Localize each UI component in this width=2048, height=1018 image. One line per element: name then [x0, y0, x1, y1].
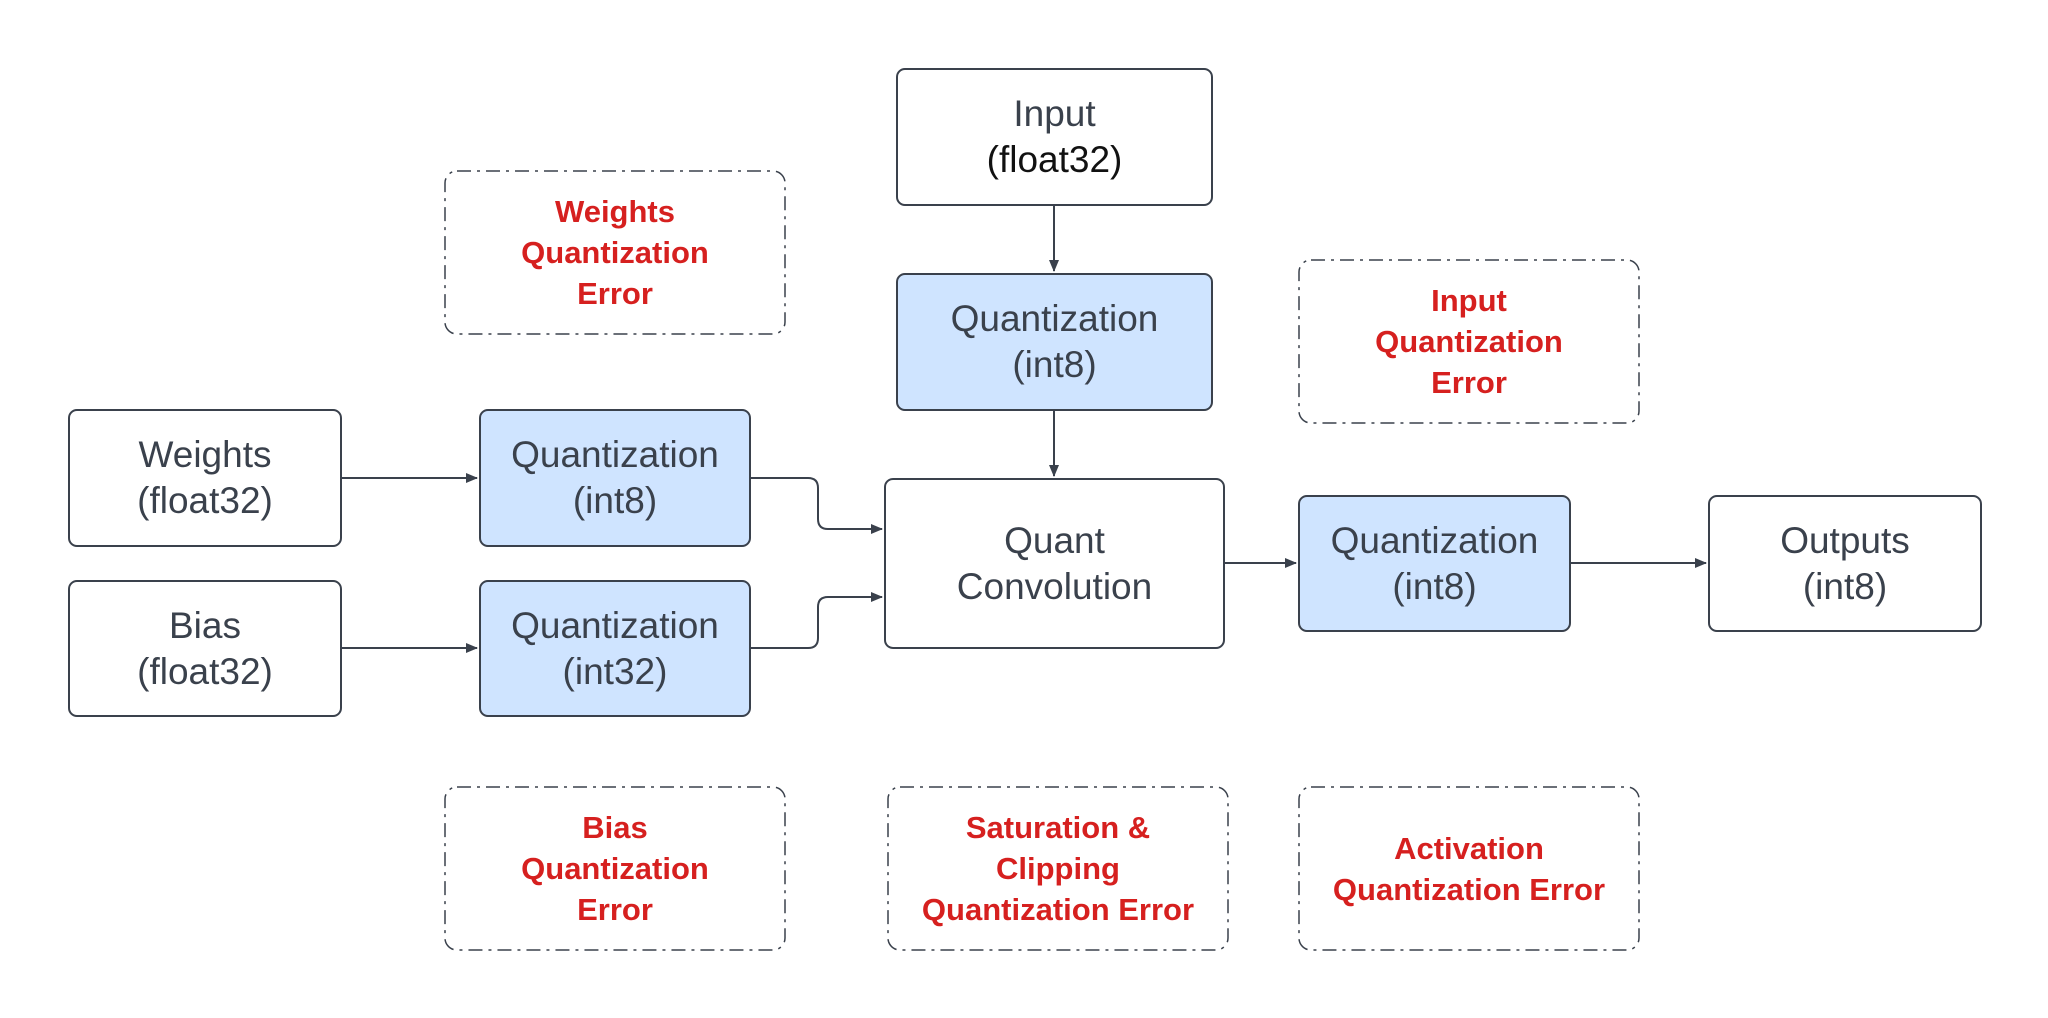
input-node-title: Input: [1013, 93, 1096, 134]
input-node: Input (float32): [896, 68, 1213, 206]
activation-quantization-error-note: Activation Quantization Error: [1298, 786, 1640, 951]
weights-error-line-3: Error: [577, 276, 653, 311]
saturation-error-line-3: Quantization Error: [921, 892, 1195, 927]
bias-error-line-2: Quantization: [521, 851, 709, 886]
weights-node-type: (float32): [137, 480, 273, 521]
input-quantization-title: Quantization: [950, 298, 1159, 339]
weights-error-line-2: Quantization: [521, 235, 709, 270]
weights-node: Weights (float32): [68, 409, 342, 547]
saturation-error-line-1: Saturation &: [965, 810, 1151, 845]
outputs-node: Outputs (int8): [1708, 495, 1982, 632]
bias-quantization-error-note: Bias Quantization Error: [444, 786, 786, 951]
bias-error-line-3: Error: [577, 892, 653, 927]
saturation-error-line-2: Clipping: [996, 851, 1120, 886]
input-node-type: (float32): [986, 139, 1123, 180]
saturation-clipping-error-note: Saturation & Clipping Quantization Error: [887, 786, 1229, 951]
quant-convolution-node: Quant Convolution: [884, 478, 1225, 649]
input-error-line-3: Error: [1431, 365, 1507, 400]
quant-convolution-subtitle: Convolution: [956, 565, 1153, 607]
dash-dot-frame: [1298, 259, 1640, 424]
activation-error-line-2: Quantization Error: [1332, 871, 1606, 907]
weights-quantization-error-note: Weights Quantization Error: [444, 170, 786, 335]
dash-dot-frame: [444, 170, 786, 335]
input-quantization-type: (int8): [1012, 344, 1097, 385]
quant-convolution-title: Quant: [1004, 519, 1105, 561]
input-error-line-2: Quantization: [1375, 324, 1563, 359]
bias-quantization-title: Quantization: [511, 604, 719, 646]
bias-quantization-node: Quantization (int32): [479, 580, 751, 717]
dash-dot-frame: [1298, 786, 1640, 951]
arrow-weights-quantization-to-convolution: [751, 477, 883, 534]
weights-quantization-title: Quantization: [511, 434, 719, 475]
bias-error-line-1: Bias: [582, 810, 648, 845]
activation-error-line-1: Activation: [1394, 830, 1544, 866]
dash-dot-frame: [444, 786, 786, 951]
input-quantization-node: Quantization (int8): [896, 273, 1213, 411]
outputs-node-title: Outputs: [1780, 519, 1910, 561]
dash-dot-frame: [887, 786, 1229, 951]
bias-node: Bias (float32): [68, 580, 342, 717]
bias-node-title: Bias: [169, 604, 241, 646]
arrow-bias-quantization-to-convolution: [751, 592, 883, 649]
output-quantization-type: (int8): [1392, 565, 1477, 607]
weights-error-line-1: Weights: [555, 194, 675, 229]
bias-quantization-type: (int32): [562, 650, 668, 692]
input-quantization-error-note: Input Quantization Error: [1298, 259, 1640, 424]
outputs-node-type: (int8): [1802, 565, 1888, 607]
weights-quantization-node: Quantization (int8): [479, 409, 751, 547]
weights-quantization-type: (int8): [572, 480, 658, 521]
output-quantization-title: Quantization: [1330, 519, 1539, 561]
weights-node-title: Weights: [138, 434, 272, 475]
bias-node-type: (float32): [137, 650, 273, 692]
input-error-line-1: Input: [1431, 283, 1507, 318]
output-quantization-node: Quantization (int8): [1298, 495, 1571, 632]
